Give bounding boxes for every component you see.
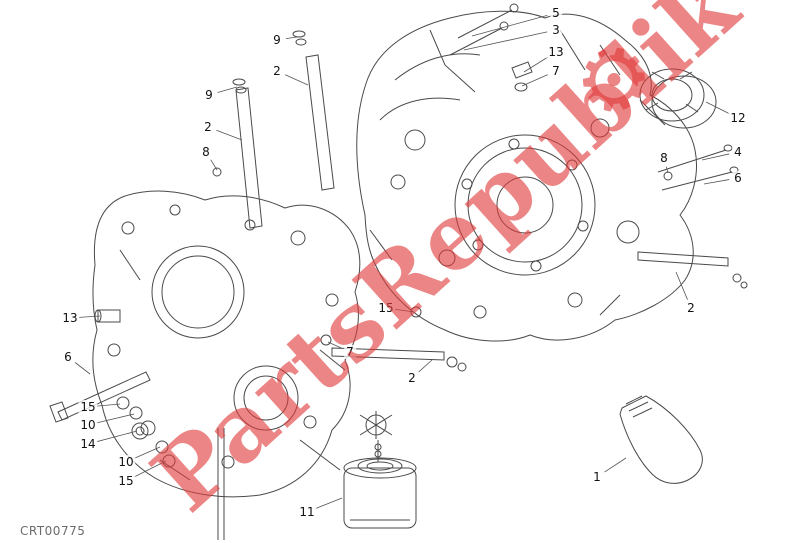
part-callout-13: 13	[546, 45, 566, 59]
leader-line	[96, 413, 135, 424]
leader-line	[315, 497, 343, 510]
bearing	[639, 68, 717, 129]
sealant-tube	[619, 395, 703, 484]
part-callout-2: 2	[271, 64, 283, 78]
leader-line	[394, 308, 415, 313]
part-callout-2: 2	[406, 371, 418, 385]
leader-line	[523, 56, 549, 73]
part-callout-8: 8	[658, 151, 670, 165]
part-callout-6: 6	[62, 350, 74, 364]
left-crankcase-half	[92, 190, 361, 540]
leader-lines	[74, 14, 731, 510]
leader-line	[463, 31, 548, 51]
part-callout-13: 13	[60, 311, 80, 325]
part-callout-11: 11	[297, 505, 317, 519]
part-callout-2: 2	[202, 120, 214, 134]
leader-line	[96, 403, 121, 407]
part-callout-9: 9	[271, 33, 283, 47]
part-callout-6: 6	[732, 171, 744, 185]
right-crankcase-half	[356, 10, 698, 342]
drawing-code: CRT00775	[20, 524, 86, 538]
leader-line	[705, 101, 731, 115]
part-callout-15: 15	[116, 474, 136, 488]
part-callout-9: 9	[203, 88, 215, 102]
part-callout-10: 10	[78, 418, 98, 432]
leader-line	[675, 271, 688, 300]
leader-line	[74, 362, 91, 375]
part-callout-5: 5	[550, 6, 562, 20]
part-callout-15: 15	[376, 301, 396, 315]
leader-line	[285, 74, 309, 86]
leader-line	[210, 159, 218, 171]
leader-line	[703, 179, 730, 185]
leader-line	[521, 74, 548, 87]
leader-line	[701, 153, 730, 161]
leader-line	[327, 341, 342, 349]
part-callout-3: 3	[550, 23, 562, 37]
leader-line	[217, 86, 238, 93]
leader-line	[604, 457, 627, 473]
part-callout-12: 12	[728, 111, 748, 125]
leader-line	[96, 430, 138, 443]
leader-line	[216, 129, 243, 141]
leader-line	[133, 460, 167, 478]
part-callout-7: 7	[344, 345, 356, 359]
part-callout-8: 8	[200, 145, 212, 159]
leader-line	[471, 14, 548, 37]
leader-line	[134, 446, 161, 459]
part-callout-4: 4	[732, 145, 744, 159]
part-callout-2: 2	[685, 301, 697, 315]
leader-line	[285, 36, 298, 40]
part-callout-10: 10	[116, 455, 136, 469]
part-callout-15: 15	[78, 400, 98, 414]
leader-line	[78, 315, 101, 318]
part-callout-1: 1	[591, 470, 603, 484]
leader-line	[418, 359, 433, 373]
part-callout-7: 7	[550, 64, 562, 78]
oil-filter-assembly	[343, 411, 417, 529]
part-callout-14: 14	[78, 437, 98, 451]
leader-line	[665, 166, 669, 174]
